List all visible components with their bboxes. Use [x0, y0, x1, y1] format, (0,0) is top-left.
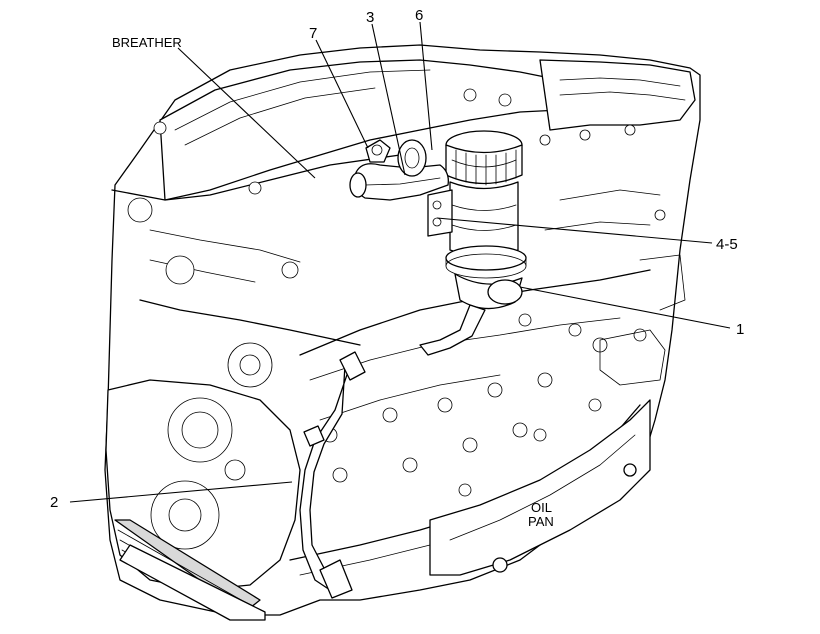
crankcase-stripes	[114, 519, 266, 621]
leader-45	[436, 217, 713, 244]
breather-hose	[349, 139, 449, 201]
leader-breather	[177, 47, 316, 179]
label-callout-6: 6	[415, 7, 423, 24]
label-callout-3: 3	[366, 9, 374, 26]
block-bolts	[153, 88, 666, 497]
label-pan: PAN	[528, 514, 554, 529]
cap-ribs	[455, 149, 517, 186]
label-oil: OIL	[531, 500, 552, 515]
label-callout-1: 1	[736, 321, 744, 338]
leader-lines	[69, 21, 731, 503]
breather-canister	[419, 130, 527, 356]
engine-block	[104, 44, 701, 621]
leader-2	[69, 481, 293, 503]
leader-6	[419, 21, 433, 151]
leader-1	[519, 286, 731, 329]
label-callout-4-5: 4-5	[716, 236, 738, 253]
label-callout-7: 7	[309, 25, 317, 42]
leader-3	[371, 23, 406, 176]
label-callout-2: 2	[50, 494, 58, 511]
leader-7	[315, 39, 369, 149]
callout-labels: BREATHER 7 3 6 4-5 1 2 OIL PAN	[50, 7, 744, 529]
label-breather: BREATHER	[112, 35, 182, 50]
drain-tube	[299, 351, 366, 599]
